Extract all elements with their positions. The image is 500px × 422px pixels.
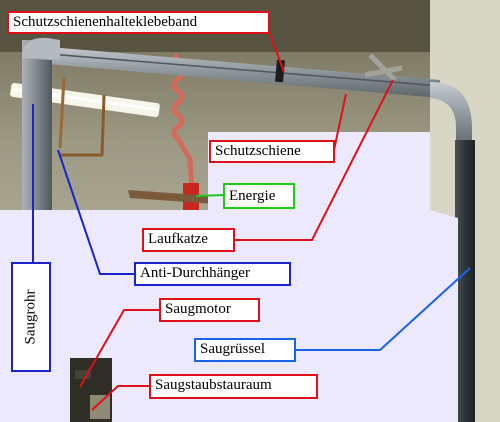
leader-trolley — [234, 79, 394, 241]
leader-rail — [333, 93, 347, 151]
label-suction-motor: Saugmotor — [159, 298, 260, 322]
copper-pipe — [60, 94, 106, 157]
leader-suction-hose — [295, 267, 471, 351]
leader-dust-room — [91, 385, 150, 411]
label-suction-pipe-text: Saugrohr — [22, 289, 39, 345]
leader-energy — [195, 194, 225, 197]
label-suction-hose: Saugrüssel — [194, 338, 296, 362]
rail-pipe — [25, 45, 440, 98]
leader-anti-sag — [57, 149, 135, 275]
trolley-clamp — [364, 53, 403, 82]
label-trolley: Laufkatze — [142, 228, 235, 252]
label-anti-sag: Anti-Durchhänger — [134, 262, 291, 286]
leader-tape — [269, 33, 285, 73]
pipe-bend — [22, 37, 60, 60]
elbow-pipe — [430, 82, 472, 150]
label-dust-room: Saugstaubstauraum — [149, 374, 318, 399]
label-energy: Energie — [223, 183, 295, 209]
leader-motor — [79, 309, 159, 388]
label-suction-pipe: Saugrohr — [11, 262, 51, 372]
suction-hose — [455, 140, 475, 422]
label-tape: Schutzschienenhalteklebeband — [7, 11, 270, 34]
label-rail: Schutzschiene — [209, 140, 335, 163]
leader-lines — [32, 33, 471, 411]
